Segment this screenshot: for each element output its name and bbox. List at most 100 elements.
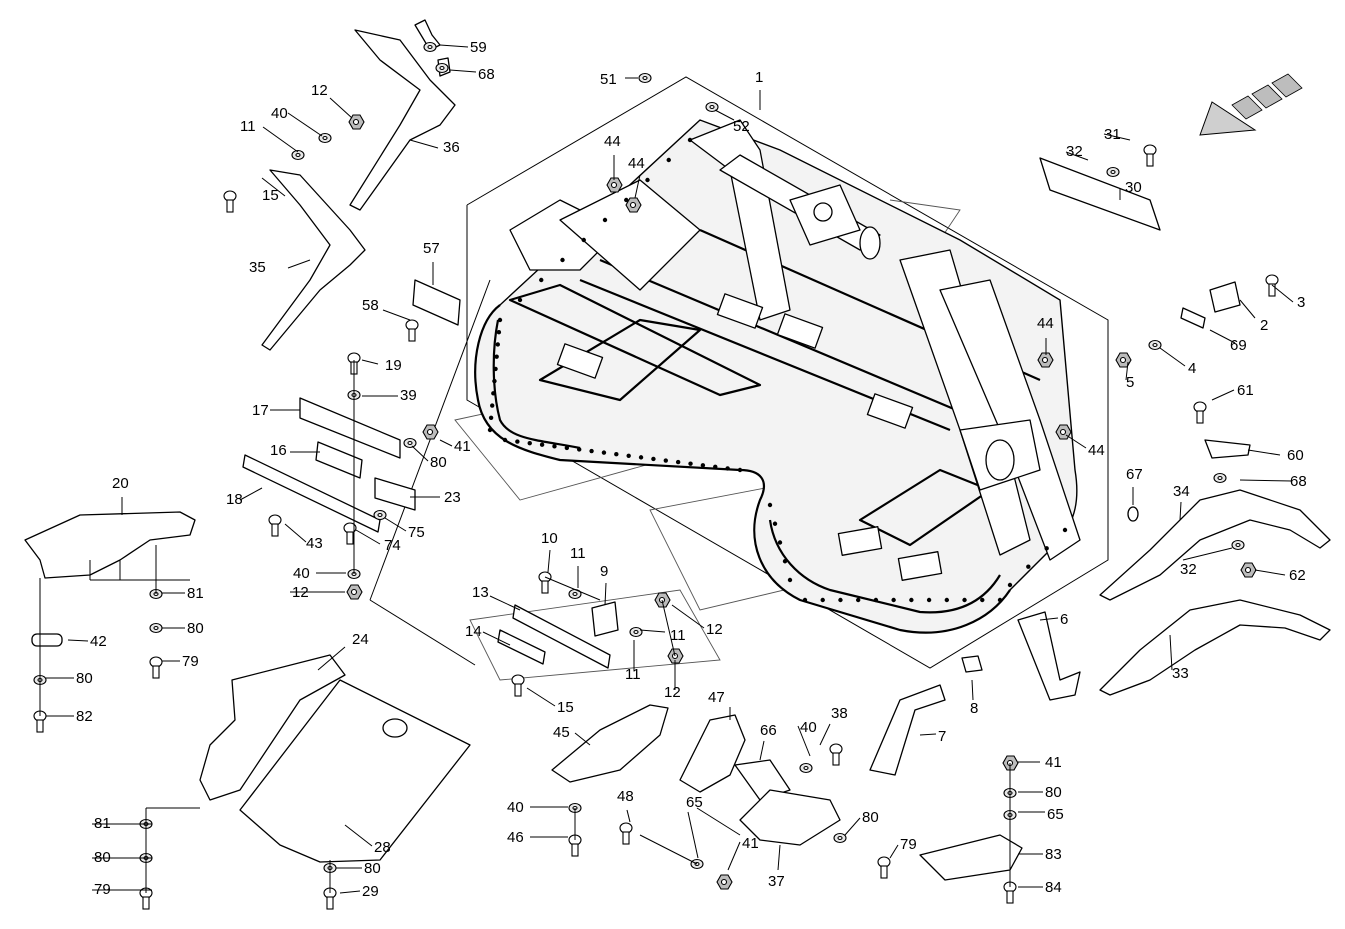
callout-42: 42 <box>90 633 107 650</box>
callout-28: 28 <box>374 839 391 856</box>
callout-15b: 15 <box>557 699 574 716</box>
callout-83: 83 <box>1045 846 1062 863</box>
callout-69: 69 <box>1230 337 1247 354</box>
callout-44b: 44 <box>628 155 645 172</box>
callout-81a: 81 <box>187 585 204 602</box>
callout-9: 9 <box>600 563 608 580</box>
callout-33: 33 <box>1172 665 1189 682</box>
callout-11b: 11 <box>670 627 686 644</box>
callout-17: 17 <box>252 402 269 419</box>
callout-57: 57 <box>423 240 440 257</box>
callout-84: 84 <box>1045 879 1062 896</box>
callout-8: 8 <box>970 700 978 717</box>
callout-16: 16 <box>270 442 287 459</box>
callouts: 1 2 3 4 5 6 7 8 9 10 11 11 11 11 12 12 1… <box>76 39 1307 900</box>
callout-38: 38 <box>831 705 848 722</box>
callout-3: 3 <box>1297 294 1305 311</box>
callout-61: 61 <box>1237 382 1254 399</box>
callout-80e: 80 <box>364 860 381 877</box>
callout-47: 47 <box>708 689 725 706</box>
callout-44c: 44 <box>1037 315 1054 332</box>
callout-14: 14 <box>465 623 482 640</box>
callout-80f: 80 <box>862 809 879 826</box>
main-frame <box>474 119 1081 634</box>
callout-12b: 12 <box>292 584 309 601</box>
callout-12d: 12 <box>664 684 681 701</box>
callout-75: 75 <box>408 524 425 541</box>
callout-79b: 79 <box>94 881 111 898</box>
callout-39: 39 <box>400 387 417 404</box>
callout-79c: 79 <box>900 836 917 853</box>
callout-48: 48 <box>617 788 634 805</box>
callout-67: 67 <box>1126 466 1143 483</box>
callout-7: 7 <box>938 728 946 745</box>
callout-45: 45 <box>553 724 570 741</box>
callout-20: 20 <box>112 475 129 492</box>
callout-11a: 11 <box>570 545 586 562</box>
assembly-outline <box>466 76 1109 669</box>
direction-arrow-icon <box>1199 73 1303 136</box>
callout-11d: 11 <box>240 118 256 135</box>
callout-40b: 40 <box>293 565 310 582</box>
callout-5: 5 <box>1126 374 1134 391</box>
callout-46: 46 <box>507 829 524 846</box>
callout-32b: 32 <box>1180 561 1197 578</box>
callout-60: 60 <box>1287 447 1304 464</box>
callout-10: 10 <box>541 530 558 547</box>
callout-35: 35 <box>249 259 266 276</box>
callout-6: 6 <box>1060 611 1068 628</box>
callout-59: 59 <box>470 39 487 56</box>
callout-23: 23 <box>444 489 461 506</box>
callout-68b: 68 <box>1290 473 1307 490</box>
callout-43: 43 <box>306 535 323 552</box>
callout-74: 74 <box>384 537 401 554</box>
callout-30: 30 <box>1125 179 1142 196</box>
leader-lines <box>39 44 1294 894</box>
callout-81b: 81 <box>94 815 111 832</box>
callout-65a: 65 <box>686 794 703 811</box>
callout-44a: 44 <box>604 133 621 150</box>
callout-65b: 65 <box>1047 806 1064 823</box>
callout-36: 36 <box>443 139 460 156</box>
callout-15a: 15 <box>262 187 279 204</box>
callout-19: 19 <box>385 357 402 374</box>
callout-29: 29 <box>362 883 379 900</box>
callout-79a: 79 <box>182 653 199 670</box>
callout-32a: 32 <box>1066 143 1083 160</box>
callout-51: 51 <box>600 71 617 88</box>
callout-62: 62 <box>1289 567 1306 584</box>
callout-18: 18 <box>226 491 243 508</box>
callout-41a: 41 <box>454 438 471 455</box>
callout-80c: 80 <box>76 670 93 687</box>
callout-34: 34 <box>1173 483 1190 500</box>
callout-80d: 80 <box>94 849 111 866</box>
callout-40d: 40 <box>507 799 524 816</box>
callout-13: 13 <box>472 584 489 601</box>
callout-80g: 80 <box>1045 784 1062 801</box>
callout-80a: 80 <box>430 454 447 471</box>
callout-82: 82 <box>76 708 93 725</box>
callout-66: 66 <box>760 722 777 739</box>
underbody-outline <box>369 279 491 601</box>
parts <box>24 19 1331 881</box>
callout-40a: 40 <box>271 105 288 122</box>
callout-12c: 12 <box>706 621 723 638</box>
callout-68a: 68 <box>478 66 495 83</box>
callout-40c: 40 <box>800 719 817 736</box>
callout-80b: 80 <box>187 620 204 637</box>
callout-58: 58 <box>362 297 379 314</box>
callout-12a: 12 <box>311 82 328 99</box>
callout-41b: 41 <box>742 835 759 852</box>
callout-4: 4 <box>1188 360 1196 377</box>
callout-1: 1 <box>755 69 763 86</box>
fasteners <box>33 41 1279 910</box>
callout-37: 37 <box>768 873 785 890</box>
callout-24: 24 <box>352 631 369 648</box>
callout-2: 2 <box>1260 317 1268 334</box>
callout-41c: 41 <box>1045 754 1062 771</box>
callout-31: 31 <box>1104 126 1121 143</box>
callout-11c: 11 <box>625 666 641 683</box>
callout-44d: 44 <box>1088 442 1105 459</box>
callout-52: 52 <box>733 118 750 135</box>
